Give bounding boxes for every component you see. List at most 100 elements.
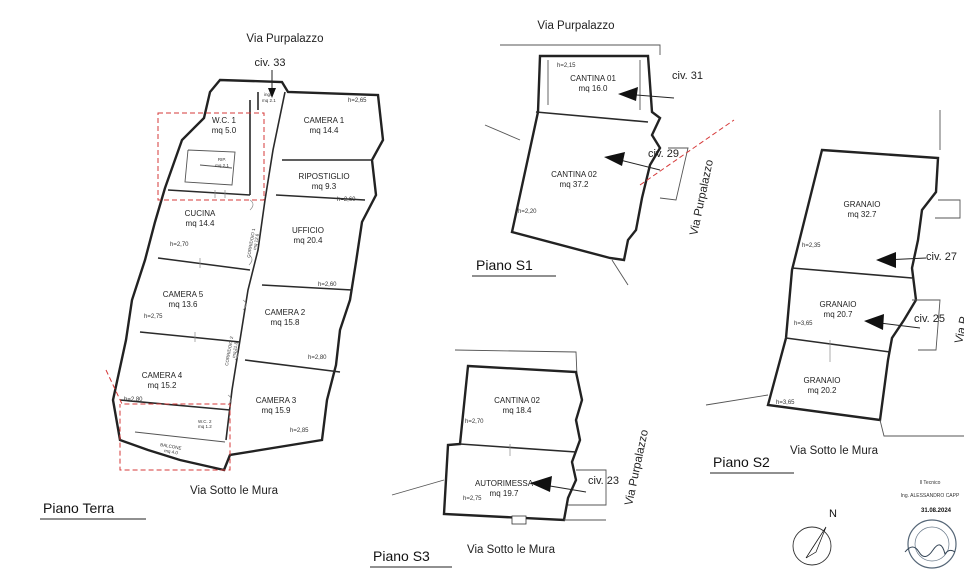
- s1-divider: [535, 111, 649, 123]
- ingr-label: ingr.: [264, 92, 273, 97]
- s2-granaio1-name: GRANAIO: [844, 200, 881, 209]
- room-wc2-area: mq 1.2: [198, 424, 212, 429]
- room-camera4-height: h=2,80: [124, 397, 143, 403]
- room-camera2-area: mq 15.8: [271, 318, 300, 327]
- s3-autorimessa-height: h=2,75: [463, 496, 482, 502]
- s2-granaio1-area: mq 32.7: [848, 210, 877, 219]
- signature-role: Il Tecnico: [920, 480, 941, 486]
- piano-s2-outline: [766, 148, 940, 422]
- s2-granaio3-area: mq 20.2: [808, 386, 837, 395]
- s2-granaio2-height: h=3,65: [794, 321, 813, 327]
- s3-cantina02-area: mq 18.4: [503, 406, 532, 415]
- civ23-arrow-head: [530, 476, 552, 492]
- piano-s3-plan: CANTINA 02 mq 18.4 h=2,70 AUTORIMESSA mq…: [391, 349, 607, 525]
- civ25-arrow-head: [864, 314, 884, 330]
- room-ripostiglio-name: RIPOSTIGLIO: [298, 172, 349, 181]
- room-camera1-name: CAMERA 1: [304, 116, 345, 125]
- level-label-piano-s2: Piano S2: [713, 454, 770, 470]
- room-camera5-area: mq 13.6: [169, 300, 198, 309]
- handwritten-signature: [904, 544, 956, 557]
- s2-granaio2-name: GRANAIO: [820, 300, 857, 309]
- s2-granaio3-height: h=3,65: [776, 400, 795, 406]
- street-via-purpalazzo-s1-vertical: Via Purpalazzo: [688, 159, 716, 237]
- civico-25-label: civ. 25: [914, 313, 945, 325]
- room-camera3-height: h=2,85: [290, 428, 309, 434]
- piano-s2-plan: GRANAIO mq 32.7 h=2,35 GRANAIO mq 20.7 h…: [705, 110, 964, 437]
- street-via-sotto-le-mura-s3: Via Sotto le Mura: [467, 544, 556, 556]
- room-ripostiglio-height: h=2,60: [337, 197, 356, 203]
- s1-cantina01-height: h=2,15: [557, 63, 576, 69]
- s1-cantina01-name: CANTINA 01: [570, 74, 616, 83]
- s2-granaio2-area: mq 20.7: [824, 310, 853, 319]
- corridoio2-area: mq 11.8: [231, 341, 239, 358]
- s3-entry-step: [511, 515, 527, 525]
- corridoio1-area: mq 12.6: [252, 233, 260, 250]
- corridoio1-name: CORRIDOIO 1: [246, 228, 256, 259]
- room-wc2-name: W.C. 2: [198, 419, 212, 424]
- north-label: N: [829, 508, 837, 520]
- s2-granaio3-name: GRANAIO: [804, 376, 841, 385]
- room-wc1-name: W.C. 1: [212, 116, 237, 125]
- s1-cantina02-name: CANTINA 02: [551, 170, 597, 179]
- professional-seal-inner: [914, 526, 950, 562]
- civ27-arrow-head: [876, 252, 896, 268]
- street-via-truncated-s2: Via P: [953, 315, 964, 345]
- level-label-piano-terra: Piano Terra: [43, 500, 115, 516]
- room-ufficio-area: mq 20.4: [294, 236, 323, 245]
- s2-divider-1: [791, 267, 913, 279]
- s3-divider: [459, 443, 577, 453]
- civ33-arrow-head: [268, 88, 276, 98]
- north-arrow: N: [792, 508, 837, 566]
- s3-autorimessa-area: mq 19.7: [490, 489, 519, 498]
- piano-terra-outline: [111, 78, 385, 472]
- room-camera1-area: mq 14.4: [310, 126, 339, 135]
- civico-31-label: civ. 31: [672, 70, 703, 82]
- street-via-purpalazzo-terra: Via Purpalazzo: [246, 33, 323, 45]
- s2-divider-2: [785, 337, 891, 353]
- room-camera4-name: CAMERA 4: [142, 371, 183, 380]
- piano-terra-plan: ingr. mq 2.1 W.C. 1 mq 5.0 RIP. mq 2.1 C…: [105, 70, 385, 472]
- ingr-area: mq 2.1: [262, 98, 276, 103]
- civ31-arrow-head: [618, 87, 638, 101]
- civico-23-label: civ. 23: [588, 475, 619, 487]
- street-via-sotto-le-mura-terra: Via Sotto le Mura: [190, 485, 279, 497]
- room-wc1-area: mq 5.0: [212, 126, 237, 135]
- red-dashed-area-top: [157, 112, 265, 201]
- room-camera2-height: h=2,80: [308, 355, 327, 361]
- street-via-sotto-le-mura-s2: Via Sotto le Mura: [790, 445, 879, 457]
- civico-27-label: civ. 27: [926, 251, 957, 263]
- street-via-purpalazzo-s1: Via Purpalazzo: [537, 20, 614, 32]
- room-camera5-height: h=2,75: [144, 314, 163, 320]
- room-ripostiglio-area: mq 9.3: [312, 182, 337, 191]
- level-label-piano-s3: Piano S3: [373, 548, 430, 564]
- room-camera1-height: h=2,65: [348, 98, 367, 104]
- room-camera4-area: mq 15.2: [148, 381, 177, 390]
- professional-seal-stamp: [907, 519, 957, 569]
- room-cucina-name: CUCINA: [185, 209, 216, 218]
- civ29-arrow-head: [604, 152, 625, 166]
- s3-cantina02-height: h=2,70: [465, 419, 484, 425]
- room-camera3-name: CAMERA 3: [256, 396, 297, 405]
- piano-s1-outline: [510, 54, 662, 262]
- signature-name: Ing. ALESSANDRO CAPP: [901, 493, 960, 499]
- s1-red-dashed-line: [639, 119, 735, 186]
- street-via-purpalazzo-s3-vertical: Via Purpalazzo: [623, 429, 651, 507]
- balcone-area: mq 4.0: [164, 448, 179, 455]
- civico-29-label: civ. 29: [648, 148, 679, 160]
- room-rip-name: RIP.: [218, 157, 226, 162]
- north-arrow-needle-light: [805, 526, 827, 559]
- room-ufficio-height: h=2,60: [318, 282, 337, 288]
- signature-block: Il Tecnico Ing. ALESSANDRO CAPP 31.08.20…: [901, 480, 960, 569]
- s1-cantina01-area: mq 16.0: [579, 84, 608, 93]
- room-rip-area: mq 2.1: [215, 163, 229, 168]
- s2-granaio1-height: h=2,35: [802, 243, 821, 249]
- level-label-piano-s1: Piano S1: [476, 257, 533, 273]
- corridoio2-name: CORRIDOIO 2: [224, 336, 234, 367]
- balcone-name: BALCONE: [160, 442, 182, 451]
- piano-s1-plan: CANTINA 01 mq 16.0 h=2,15 CANTINA 02 mq …: [484, 44, 735, 286]
- room-camera3-area: mq 15.9: [262, 406, 291, 415]
- s3-autorimessa-name: AUTORIMESSA: [475, 479, 534, 488]
- room-cucina-height: h=2,70: [170, 242, 189, 248]
